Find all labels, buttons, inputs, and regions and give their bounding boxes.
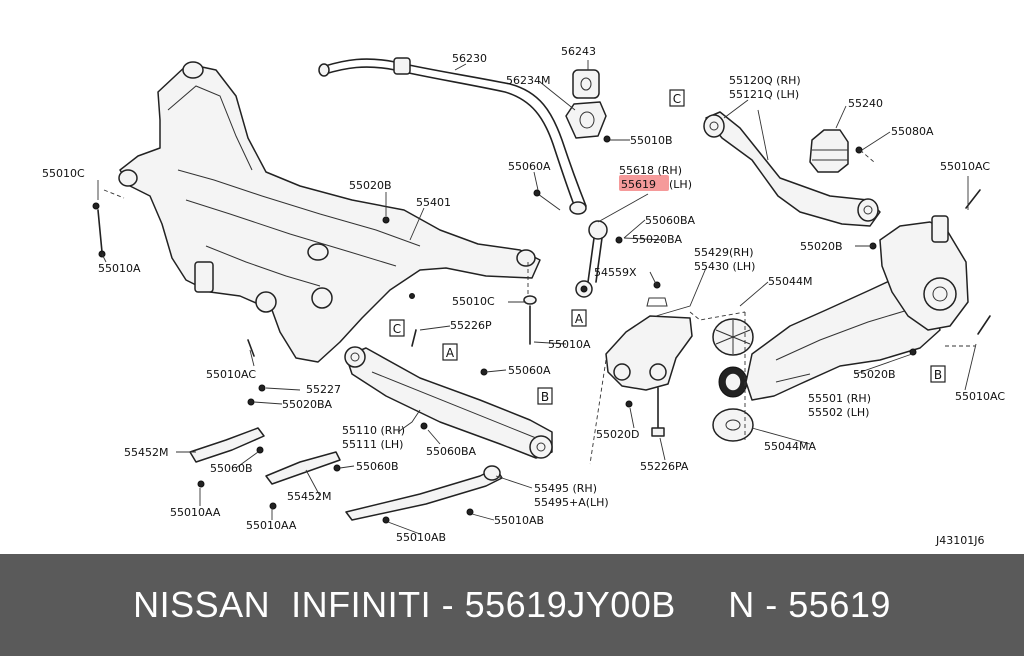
bump-stopper — [809, 129, 863, 173]
ref-box-a-mid: A — [446, 346, 455, 360]
lower-link-bracket — [605, 281, 693, 437]
spring-insulator — [712, 318, 754, 442]
tension-rod-b — [265, 451, 341, 510]
label-55226pa: 55226PA — [640, 460, 689, 473]
label-55010a-mid: 55010A — [548, 338, 591, 351]
label-55619: 55619 — [621, 178, 656, 191]
label-55120q: 55120Q (RH) — [729, 74, 801, 87]
label-55619-lh: (LH) — [669, 178, 692, 191]
footer-banner: NISSAN INFINITI - 55619JY00B N - 55619 — [0, 554, 1024, 656]
label-55010ac-right: 55010AC — [940, 160, 990, 173]
ref-box-b-mid: B — [541, 390, 549, 404]
label-55020b-mid: 55020B — [349, 179, 392, 192]
ref-box-c-top: C — [673, 92, 681, 106]
label-55010a-left: 55010A — [98, 262, 141, 275]
bolts — [97, 209, 537, 406]
rear-subframe — [92, 61, 541, 363]
label-55227: 55227 — [306, 383, 341, 396]
lateral-link — [345, 465, 503, 524]
label-55060b-b: 55060B — [356, 460, 399, 473]
label-55121q: 55121Q (LH) — [729, 88, 799, 101]
upper-control-arm — [703, 111, 881, 227]
stabilizer-bar — [318, 57, 587, 215]
label-55010ac-left: 55010AC — [206, 368, 256, 381]
label-55044m: 55044M — [768, 275, 812, 288]
ref-box-a-top: A — [575, 312, 584, 326]
label-55020ba-top: 55020BA — [632, 233, 683, 246]
label-55501: 55501 (RH) — [808, 392, 871, 405]
axle-knuckle — [869, 189, 991, 335]
label-54559x: 54559X — [594, 266, 637, 279]
label-55452m-a: 55452M — [124, 446, 168, 459]
label-56230: 56230 — [452, 52, 487, 65]
label-55430: 55430 (LH) — [694, 260, 755, 273]
tension-rod-a — [189, 427, 265, 488]
leader-lines — [97, 60, 977, 535]
label-56234m: 56234M — [506, 74, 550, 87]
stabilizer-bushing — [572, 69, 600, 99]
label-55111: 55111 (LH) — [342, 438, 403, 451]
label-55080a: 55080A — [891, 125, 934, 138]
label-55429: 55429(RH) — [694, 246, 754, 259]
label-55020b-right: 55020B — [800, 240, 843, 253]
label-55020b-low: 55020B — [853, 368, 896, 381]
label-55060ba-top: 55060BA — [645, 214, 696, 227]
label-56243: 56243 — [561, 45, 596, 58]
label-55020ba-left: 55020BA — [282, 398, 333, 411]
label-55010ab-low: 55010AB — [396, 531, 446, 544]
label-55010ab: 55010AB — [494, 514, 544, 527]
label-55452m-b: 55452M — [287, 490, 331, 503]
label-55060ba-mid: 55060BA — [426, 445, 477, 458]
label-55060b-a: 55060B — [210, 462, 253, 475]
label-55010c-mid: 55010C — [452, 295, 495, 308]
label-55060a-mid: 55060A — [508, 364, 551, 377]
lower-control-arm — [344, 346, 553, 459]
bushing-clamp — [565, 101, 611, 143]
label-55240: 55240 — [848, 97, 883, 110]
label-55110: 55110 (RH) — [342, 424, 405, 437]
label-55010aa-b: 55010AA — [246, 519, 297, 532]
label-55226p: 55226P — [450, 319, 492, 332]
ref-box-b-right: B — [934, 368, 942, 382]
part-labels: 56230 56243 56234M 55010B 55060A 55618 (… — [42, 45, 1005, 547]
label-55010aa-a: 55010AA — [170, 506, 221, 519]
label-55010ac-low: 55010AC — [955, 390, 1005, 403]
reference-lines — [103, 149, 975, 465]
label-55495a: 55495+A(LH) — [534, 496, 609, 509]
label-55618: 55618 (RH) — [619, 164, 682, 177]
label-55044ma: 55044MA — [764, 440, 816, 453]
diagram-canvas: 56230 56243 56234M 55010B 55060A 55618 (… — [42, 45, 1005, 547]
diagram-code: J43101J6 — [935, 534, 984, 547]
label-55495: 55495 (RH) — [534, 482, 597, 495]
lower-rear-arm — [745, 275, 941, 401]
label-55010b: 55010B — [630, 134, 673, 147]
parts-diagram: 56230 56243 56234M 55010B 55060A 55618 (… — [42, 45, 1006, 547]
ref-box-c-mid: C — [393, 322, 401, 336]
label-55401: 55401 — [416, 196, 451, 209]
stabilizer-link — [533, 189, 623, 298]
label-55010c-left: 55010C — [42, 167, 85, 180]
highlight-55619 — [619, 175, 669, 191]
part-number-caption: NISSAN INFINITI - 55619JY00B N - 55619 — [133, 584, 891, 625]
label-55060a-top: 55060A — [508, 160, 551, 173]
label-55502: 55502 (LH) — [808, 406, 869, 419]
label-55020d: 55020D — [596, 428, 639, 441]
reference-boxes: A A B B C C — [389, 89, 946, 405]
